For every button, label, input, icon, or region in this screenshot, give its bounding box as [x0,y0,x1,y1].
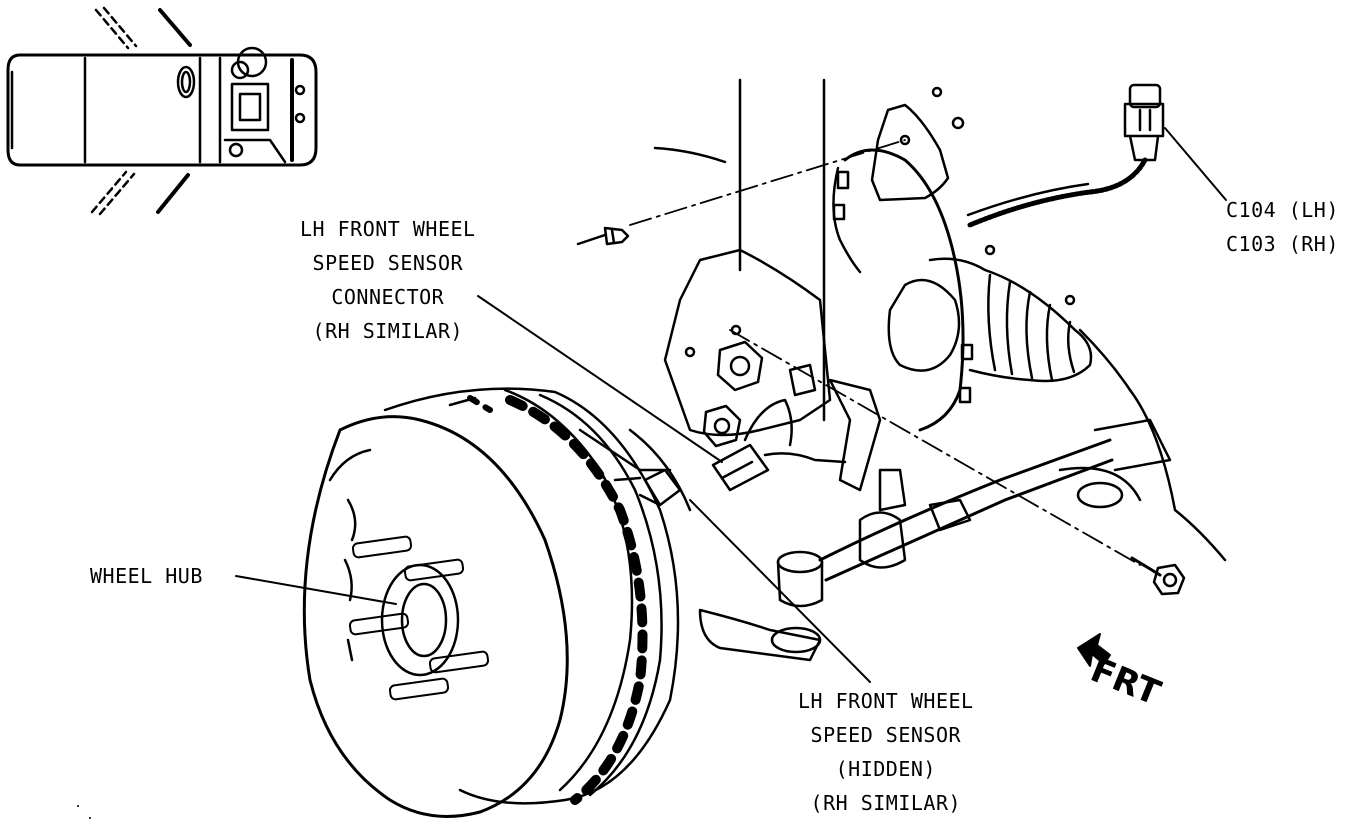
connector-label: LH FRONT WHEEL SPEED SENSOR CONNECTOR (R… [300,212,476,348]
sensor-label-line-3: (HIDDEN) [835,757,936,781]
connector-label-line-3: CONNECTOR [331,285,445,309]
steering-knuckle [663,248,832,448]
vehicle-top-view-icon [6,6,318,216]
sensor-label-line-1: LH FRONT WHEEL [798,689,974,713]
rivet-icon [576,226,630,246]
connector-label-line-2: SPEED SENSOR [312,251,464,275]
drive-axle-boot [887,244,1093,383]
strut [653,78,826,422]
sensor-label-line-2: SPEED SENSOR [810,723,962,747]
bolt-icon [1130,556,1186,596]
c104-label: C104 (LH) [1226,198,1339,222]
c103-label: C103 (RH) [1226,232,1339,256]
arrow-left-icon [1077,633,1111,667]
connector-label-line-1: LH FRONT WHEEL [300,217,476,241]
connector-c104-icon [1123,83,1165,162]
lug-stud-icon [348,535,490,701]
sensor-label-line-4: (RH SIMILAR) [810,791,962,815]
wheel-hub-label: WHEEL HUB [90,564,203,588]
leader-lines [235,127,1227,683]
sensor-bracket [870,86,965,202]
sensor-harness [832,148,1148,432]
wheel-speed-sensor [638,468,682,507]
brake-rotor [383,387,692,805]
connector-label-line-4: (RH SIMILAR) [312,319,464,343]
wheel-hub [302,415,569,818]
tie-rod [818,328,1227,582]
ball-joint [698,550,824,662]
sensor-label: LH FRONT WHEEL SPEED SENSOR (HIDDEN) (RH… [798,684,974,820]
wheel-speed-sensor-connector [711,363,882,492]
